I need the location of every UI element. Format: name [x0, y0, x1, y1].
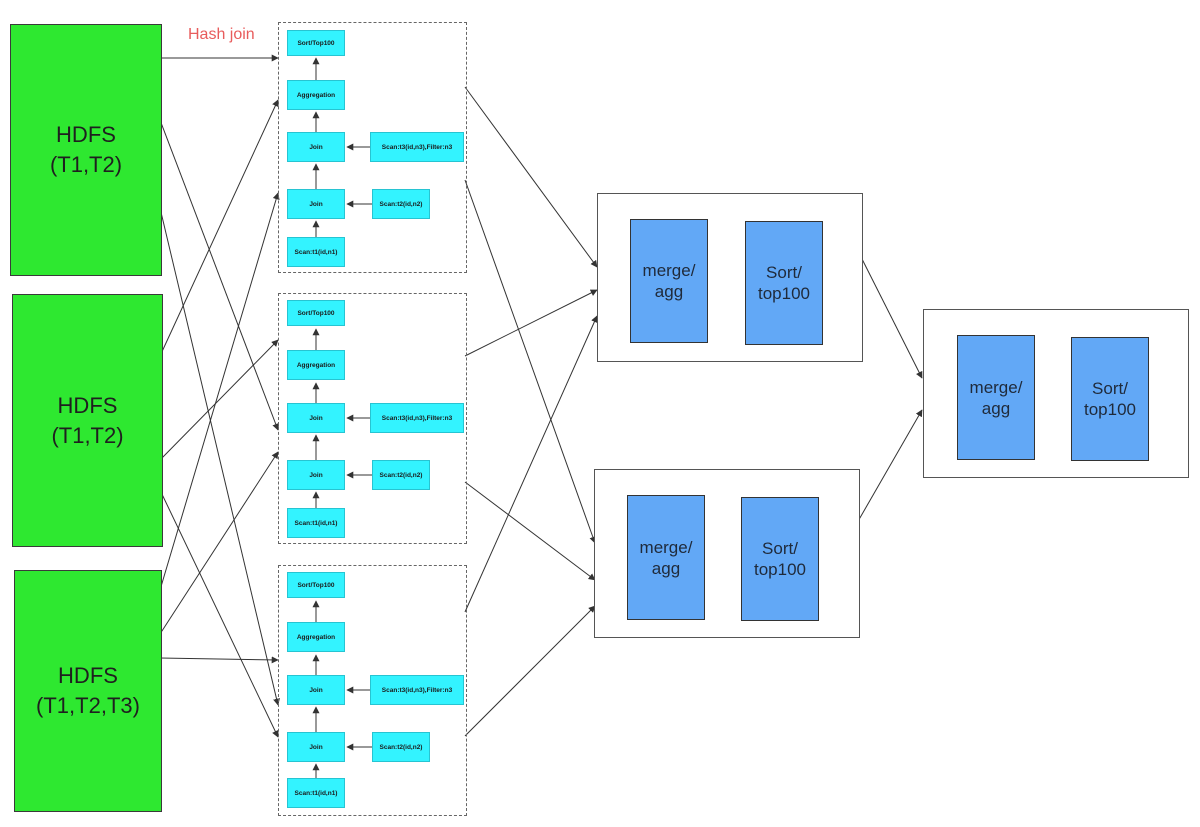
- plan-fragment-3: [278, 565, 467, 816]
- edge-frag1-merge2: [464, 179, 597, 544]
- edge-merge2-final: [856, 409, 923, 524]
- edge-frag3-merge2: [464, 605, 596, 737]
- join-op: Join: [287, 732, 345, 762]
- plan-fragment-2: [278, 293, 467, 544]
- merge-agg-box: merge/ agg: [957, 335, 1035, 460]
- plan-fragment-1: [278, 22, 467, 273]
- edge-hdfs3-frag2-join: [159, 451, 279, 635]
- edge-hdfs1-frag3-join: [159, 207, 280, 706]
- join-op: Join: [287, 132, 345, 162]
- aggregation-op: Aggregation: [287, 80, 345, 110]
- hdfs-node-2: HDFS (T1,T2): [12, 294, 163, 547]
- scan-t3-op: Scan:t3(id,n3),Filter:n3: [370, 132, 464, 162]
- merge-agg-box: merge/ agg: [630, 219, 708, 343]
- edge-frag2-merge2: [464, 481, 596, 581]
- sort-top100-op: Sort/Top100: [287, 572, 345, 598]
- join-op: Join: [287, 189, 345, 219]
- scan-t1-op: Scan:t1(id,n1): [287, 508, 345, 538]
- sort-top100-op: Sort/Top100: [287, 30, 345, 56]
- scan-t2-op: Scan:t2(id,n2): [372, 189, 430, 219]
- sort-top100-box: Sort/ top100: [745, 221, 823, 345]
- sort-top100-op: Sort/Top100: [287, 300, 345, 326]
- scan-t1-op: Scan:t1(id,n1): [287, 778, 345, 808]
- merge-agg-box: merge/ agg: [627, 495, 705, 620]
- edge-merge1-final: [859, 254, 923, 379]
- edge-frag1-merge1: [464, 86, 598, 268]
- scan-t3-op: Scan:t3(id,n3),Filter:n3: [370, 675, 464, 705]
- scan-t2-op: Scan:t2(id,n2): [372, 732, 430, 762]
- aggregation-op: Aggregation: [287, 350, 345, 380]
- edge-hdfs2-frag1-agg: [159, 99, 279, 357]
- edge-hdfs2-frag2-agg: [159, 339, 279, 461]
- edge-hdfs3-frag3-agg: [159, 656, 279, 664]
- hash-join-label: Hash join: [188, 26, 255, 43]
- edge-hdfs1-frag2-join: [159, 119, 280, 431]
- hdfs-node-1: HDFS (T1,T2): [10, 24, 162, 276]
- edge-frag3-merge1: [464, 315, 598, 613]
- edge-hdfs3-frag1-join: [159, 192, 280, 591]
- sort-top100-box: Sort/ top100: [1071, 337, 1149, 461]
- edge-hdfs2-frag3-join: [159, 489, 279, 738]
- hdfs-node-3: HDFS (T1,T2,T3): [14, 570, 162, 812]
- scan-t3-op: Scan:t3(id,n3),Filter:n3: [370, 403, 464, 433]
- join-op: Join: [287, 675, 345, 705]
- scan-t1-op: Scan:t1(id,n1): [287, 237, 345, 267]
- aggregation-op: Aggregation: [287, 622, 345, 652]
- scan-t2-op: Scan:t2(id,n2): [372, 460, 430, 490]
- sort-top100-box: Sort/ top100: [741, 497, 819, 621]
- join-op: Join: [287, 460, 345, 490]
- join-op: Join: [287, 403, 345, 433]
- edge-frag2-merge1: [464, 289, 598, 357]
